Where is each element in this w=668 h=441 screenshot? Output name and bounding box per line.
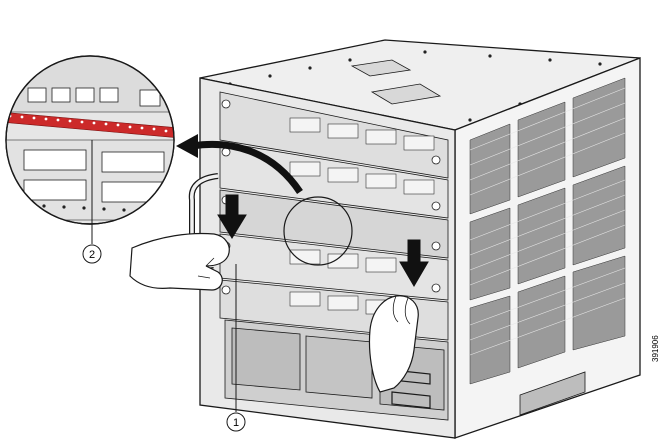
magnify-curved-arrow: [191, 140, 303, 194]
push-down-arrow-left: [217, 194, 247, 239]
side-handle: [519, 371, 586, 416]
side-vent-grid: [469, 77, 626, 385]
side-vent-hatching: [469, 87, 626, 356]
magnified-detail-view: [5, 55, 175, 225]
callout-1-number: 1: [233, 417, 239, 429]
callout-2: 2: [82, 244, 102, 264]
left-hand: [129, 232, 230, 291]
callout-2-number: 2: [89, 249, 95, 261]
detail-focus-circle: [283, 196, 353, 266]
push-down-arrow-right: [399, 239, 429, 287]
top-vent-panel-2: [370, 83, 442, 105]
callout-1: 1: [226, 412, 246, 432]
top-vent-panel: [350, 59, 412, 77]
figure-id: 391906: [651, 335, 660, 362]
right-hand: [368, 295, 419, 393]
